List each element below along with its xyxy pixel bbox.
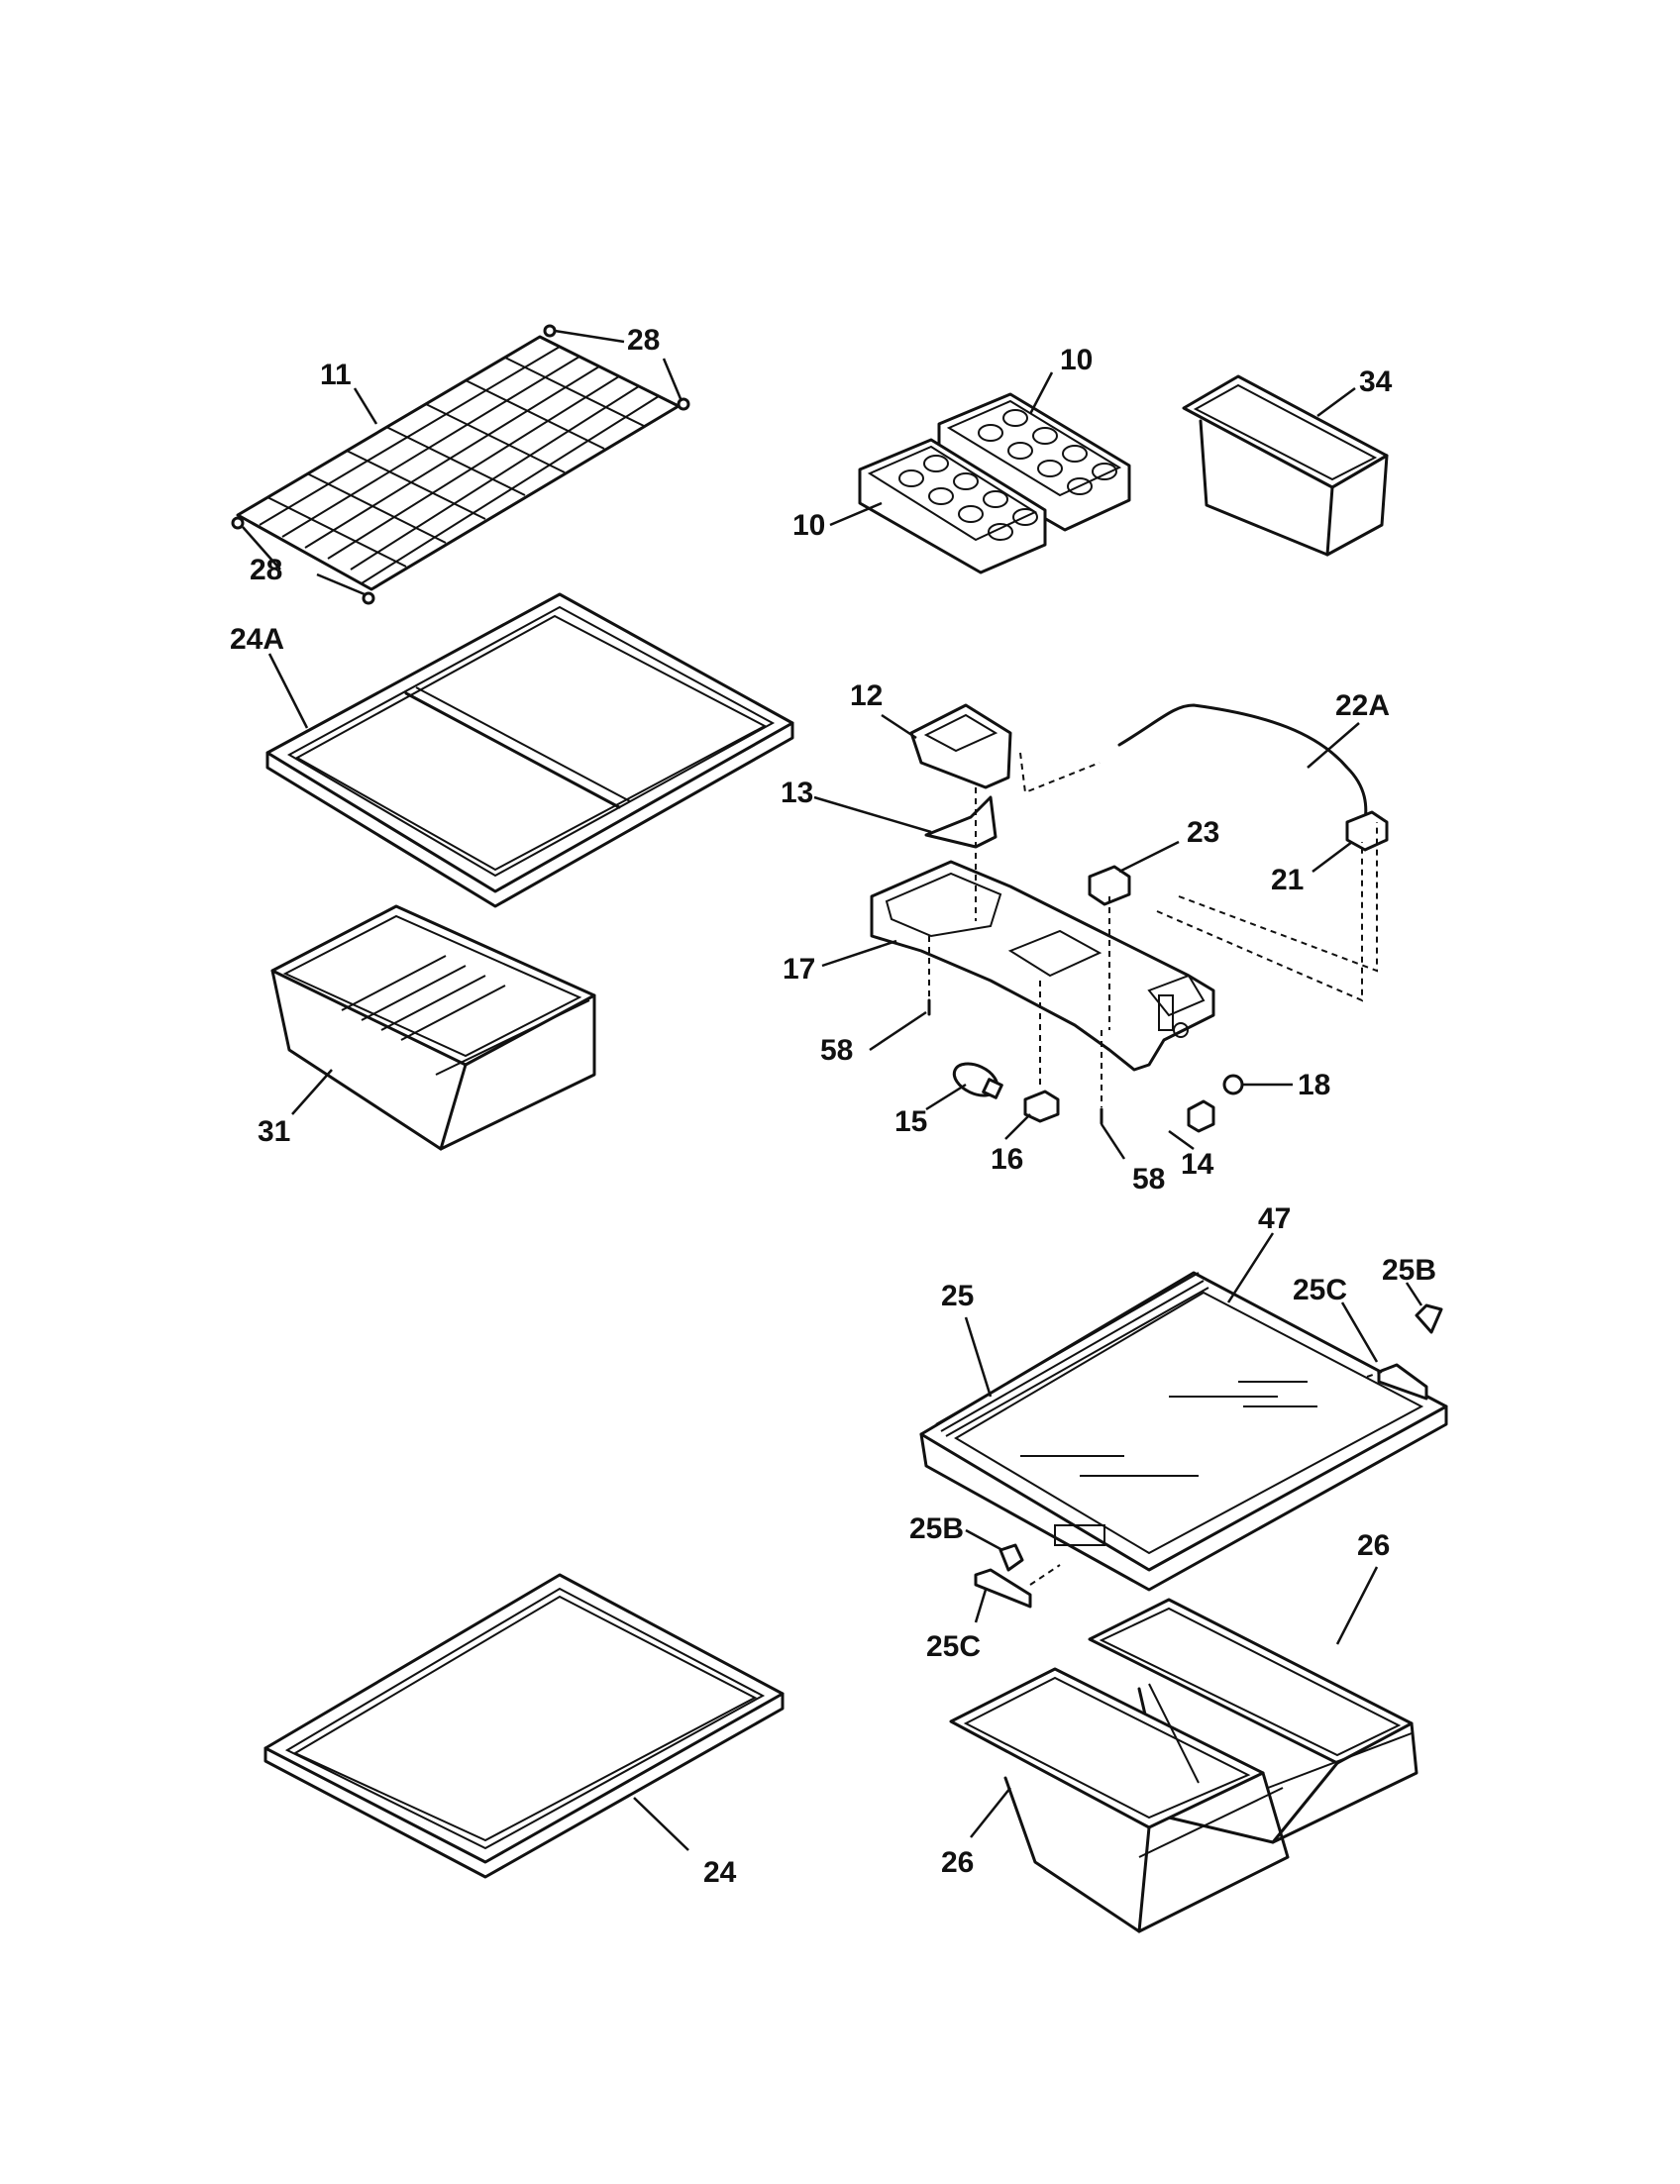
bracket-clip-25C-top [1377,1363,1428,1401]
end-cap-28-bottom [362,591,375,605]
control-housing-17 [870,860,1215,1072]
callout-10-top: 10 [1060,344,1093,376]
callout-23: 23 [1187,816,1219,849]
callout-47: 47 [1258,1202,1291,1235]
assembly-lines [928,752,1378,1107]
callout-24: 24 [703,1856,737,1889]
crisper-drawer-26-front [949,1667,1290,1933]
glass-shelf-24 [263,1573,785,1879]
callout-12: 12 [850,679,883,712]
slide-bracket-25B-bottom [998,1543,1024,1572]
ice-bucket-12 [909,703,1012,789]
callout-26-right: 26 [1357,1529,1390,1562]
callout-25B-top: 25B [1382,1254,1436,1287]
lamp-socket-16 [1023,1090,1060,1123]
wire-harness-22A [1117,703,1368,824]
glass-shelf-24A [265,592,794,908]
bracket-clip-25C-bottom [974,1568,1032,1609]
light-bulb-15 [952,1062,1003,1099]
crisper-cover-25 [919,1271,1448,1592]
callout-26-left: 26 [941,1846,974,1879]
knob-18 [1222,1074,1244,1095]
end-cap-28-top [543,324,557,338]
freezer-basket-31 [270,904,596,1151]
callout-58-left: 58 [820,1034,853,1067]
storage-bin-34 [1182,374,1389,557]
switch-21 [1345,810,1389,852]
deflector-13 [924,795,998,849]
callout-25: 25 [941,1280,974,1312]
damper-motor-23 [1088,865,1131,906]
ice-tray-10-front [858,438,1047,574]
switch-14 [1187,1099,1215,1133]
bracket-dash [1029,1371,1383,1586]
callout-14: 14 [1181,1148,1214,1181]
callout-25B-bottom: 25B [909,1512,964,1545]
callout-22A: 22A [1335,689,1390,722]
slide-bracket-25B-top [1415,1303,1443,1334]
callout-28-top: 28 [627,324,660,357]
callout-25C-bottom: 25C [926,1630,981,1663]
callout-28-bottom: 28 [250,554,282,586]
callout-25C-top: 25C [1293,1274,1347,1306]
callout-58-right: 58 [1132,1163,1165,1196]
callout-15: 15 [894,1105,927,1138]
callout-16: 16 [991,1143,1023,1176]
end-cap-28-left [231,516,245,530]
leader-lines [242,329,1423,1851]
wire-shelf-11 [231,324,690,605]
callout-13: 13 [781,777,813,809]
callout-34: 34 [1359,365,1393,398]
callout-31: 31 [258,1115,290,1148]
callout-10-left: 10 [792,509,825,542]
callout-labels: 28 11 28 10 10 34 24A 12 22A 13 23 21 17… [230,324,1436,1889]
end-cap-28-right [677,397,690,411]
callout-17: 17 [783,953,815,986]
callout-21: 21 [1271,864,1304,896]
callout-18: 18 [1298,1069,1330,1101]
callout-24A: 24A [230,623,284,656]
callout-11: 11 [320,359,352,391]
